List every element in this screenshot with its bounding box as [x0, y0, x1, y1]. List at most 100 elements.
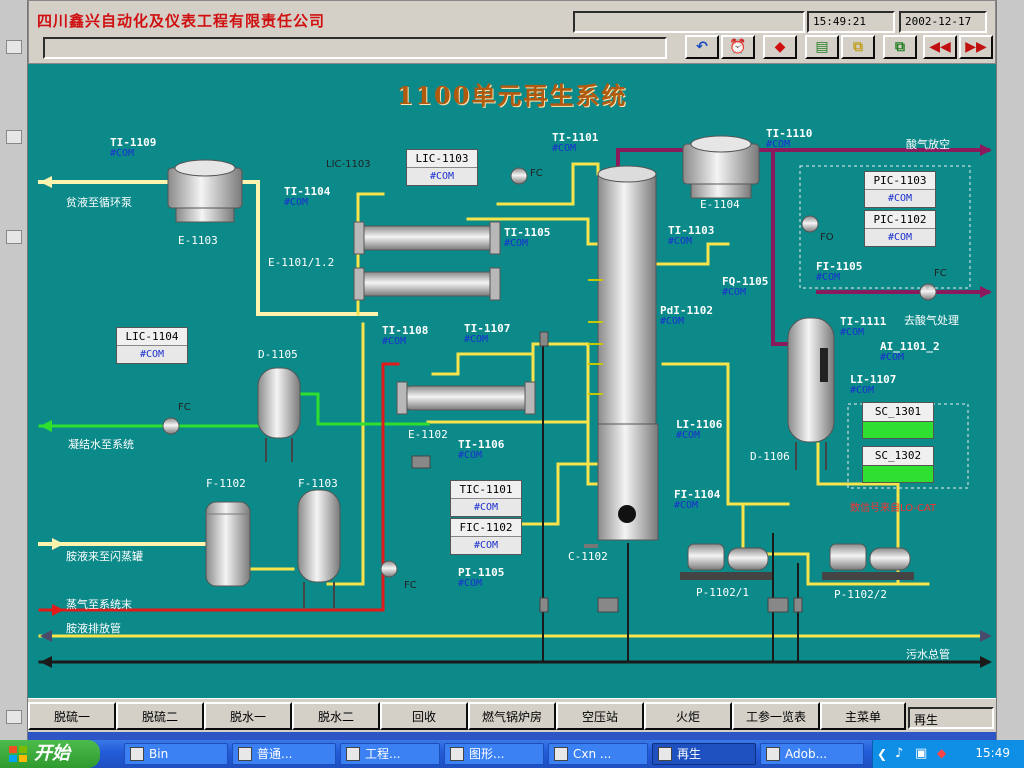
- controller-pic1103-value: #COM: [865, 190, 935, 207]
- task-regeneration[interactable]: 再生: [652, 743, 756, 765]
- background-window-left: [0, 0, 28, 740]
- task-project[interactable]: 工程...: [340, 743, 440, 765]
- network-icon[interactable]: ▣: [915, 746, 928, 761]
- tag-fi1104: FI-1104: [674, 488, 721, 501]
- copy-button[interactable]: ⧉: [841, 35, 875, 59]
- value-ti1101[interactable]: #COM: [552, 143, 577, 154]
- stream-sewage: 污水总管: [906, 648, 950, 661]
- filter-f1103: [297, 489, 341, 608]
- background-toolbar-button[interactable]: [6, 230, 22, 244]
- background-toolbar-button[interactable]: [6, 710, 22, 724]
- controller-lic1103[interactable]: LIC-1103 #COM: [406, 149, 478, 186]
- nav-flare[interactable]: 火炬: [644, 702, 732, 730]
- nav-recovery[interactable]: 回收: [380, 702, 468, 730]
- task-cxn[interactable]: Cxn ...: [548, 743, 648, 765]
- equipment-label-p1102-2: P-1102/2: [834, 588, 887, 601]
- value-li1107[interactable]: #COM: [850, 385, 875, 396]
- value-ti1109[interactable]: #COM: [110, 148, 135, 159]
- status-sc1302[interactable]: SC_1302: [862, 446, 934, 483]
- controller-pic1103-title: PIC-1103: [865, 172, 935, 190]
- value-fq1105[interactable]: #COM: [722, 287, 747, 298]
- status-sc1302-title: SC_1302: [863, 447, 933, 465]
- background-toolbar-button[interactable]: [6, 40, 22, 54]
- stream-amine-drain: 胺液排放管: [66, 622, 121, 635]
- value-pdi1102[interactable]: #COM: [660, 316, 685, 327]
- tag-ti1106: TI-1106: [458, 438, 505, 451]
- value-ti1105[interactable]: #COM: [504, 238, 529, 249]
- arrow-rich-liquid: [52, 538, 64, 550]
- equipment-label-f1103: F-1103: [298, 477, 338, 490]
- cooler-e1103: [167, 159, 243, 223]
- value-ti1107[interactable]: #COM: [464, 334, 489, 345]
- alarm-clock-icon: ⏰: [729, 39, 747, 55]
- task-adobe[interactable]: Adob...: [760, 743, 864, 765]
- value-pi1105[interactable]: #COM: [458, 578, 483, 589]
- controller-pic1102-value: #COM: [865, 229, 935, 246]
- cooler-e1104: [682, 135, 760, 199]
- nav-desulfurization-1[interactable]: 脱硫一: [28, 702, 116, 730]
- controller-pic1102[interactable]: PIC-1102 #COM: [864, 210, 936, 247]
- double-left-arrow-icon: ◀◀: [929, 39, 951, 55]
- alarm-button[interactable]: ◆: [763, 35, 797, 59]
- task-project-label: 工程...: [365, 747, 401, 761]
- pipe-d1106-bottom: [816, 442, 900, 586]
- nav-desulfurization-2[interactable]: 脱硫二: [116, 702, 204, 730]
- vessel-d1105: [257, 367, 301, 462]
- controller-fic1102[interactable]: FIC-1102 #COM: [450, 518, 522, 555]
- nav-dehydration-1[interactable]: 脱水一: [204, 702, 292, 730]
- column-platforms: [588, 279, 603, 395]
- pipe-pumps-right: [741, 502, 930, 586]
- tag-fi1105: FI-1105: [816, 260, 863, 273]
- previous-page-button[interactable]: ◀◀: [923, 35, 957, 59]
- tag-ti1111: TI-1111: [840, 315, 887, 328]
- value-ai1101[interactable]: #COM: [880, 352, 905, 363]
- background-toolbar-button[interactable]: [6, 130, 22, 144]
- controller-tic1101[interactable]: TIC-1101 #COM: [450, 480, 522, 517]
- pipe-e1101-right: [496, 162, 600, 206]
- tag-ti1108: TI-1108: [382, 324, 429, 337]
- copy-icon: ⧉: [853, 39, 863, 55]
- nav-air-compressor[interactable]: 空压站: [556, 702, 644, 730]
- filter-f1102: [205, 501, 251, 587]
- stream-acid-vent: 酸气放空: [906, 138, 950, 151]
- task-normal-label: 普通...: [257, 747, 293, 761]
- red-diamond-icon: ◆: [774, 39, 786, 55]
- value-ti1103[interactable]: #COM: [668, 236, 693, 247]
- nav-gas-boiler[interactable]: 燃气锅炉房: [468, 702, 556, 730]
- tag-ti1105: TI-1105: [504, 226, 551, 239]
- status-sc1301[interactable]: SC_1301: [862, 402, 934, 439]
- value-ti1111[interactable]: #COM: [840, 327, 865, 338]
- nav-dehydration-2[interactable]: 脱水二: [292, 702, 380, 730]
- nav-parameter-list[interactable]: 工参一览表: [732, 702, 820, 730]
- value-li1106[interactable]: #COM: [676, 430, 701, 441]
- value-ti1104[interactable]: #COM: [284, 197, 309, 208]
- arrow-acid-vent: [980, 144, 992, 156]
- stream-condensate: 凝结水至系统: [68, 438, 134, 451]
- task-normal[interactable]: 普通...: [232, 743, 336, 765]
- arrow-sewage-right: [980, 656, 992, 668]
- task-graphics[interactable]: 图形...: [444, 743, 544, 765]
- antivirus-icon[interactable]: ◆: [937, 746, 947, 760]
- alarm-clock-button[interactable]: ⏰: [721, 35, 755, 59]
- next-page-button[interactable]: ▶▶: [959, 35, 993, 59]
- value-fi1105[interactable]: #COM: [816, 272, 841, 283]
- controller-lic1104-value: #COM: [117, 346, 187, 363]
- controller-pic1103[interactable]: PIC-1103 #COM: [864, 171, 936, 208]
- status-sc1302-indicator: [863, 465, 933, 482]
- speaker-icon[interactable]: ♪: [895, 746, 904, 761]
- controller-lic1104[interactable]: LIC-1104 #COM: [116, 327, 188, 364]
- value-ti1110[interactable]: #COM: [766, 139, 791, 150]
- nav-main-menu[interactable]: 主菜单: [820, 702, 906, 730]
- column-c1102: [584, 165, 659, 548]
- task-bin[interactable]: Bin: [124, 743, 228, 765]
- page-button[interactable]: ▤: [805, 35, 839, 59]
- tray-expand-icon[interactable]: ❮: [877, 747, 888, 761]
- print-button[interactable]: ⧉: [883, 35, 917, 59]
- lo-cat-signal-note: 数信号来自LO-CAT: [850, 503, 937, 514]
- back-button[interactable]: ↶: [685, 35, 719, 59]
- value-ti1106[interactable]: #COM: [458, 450, 483, 461]
- current-screen-field: 再生: [908, 707, 994, 729]
- start-button[interactable]: 开始: [0, 740, 100, 768]
- value-ti1108[interactable]: #COM: [382, 336, 407, 347]
- value-fi1104[interactable]: #COM: [674, 500, 699, 511]
